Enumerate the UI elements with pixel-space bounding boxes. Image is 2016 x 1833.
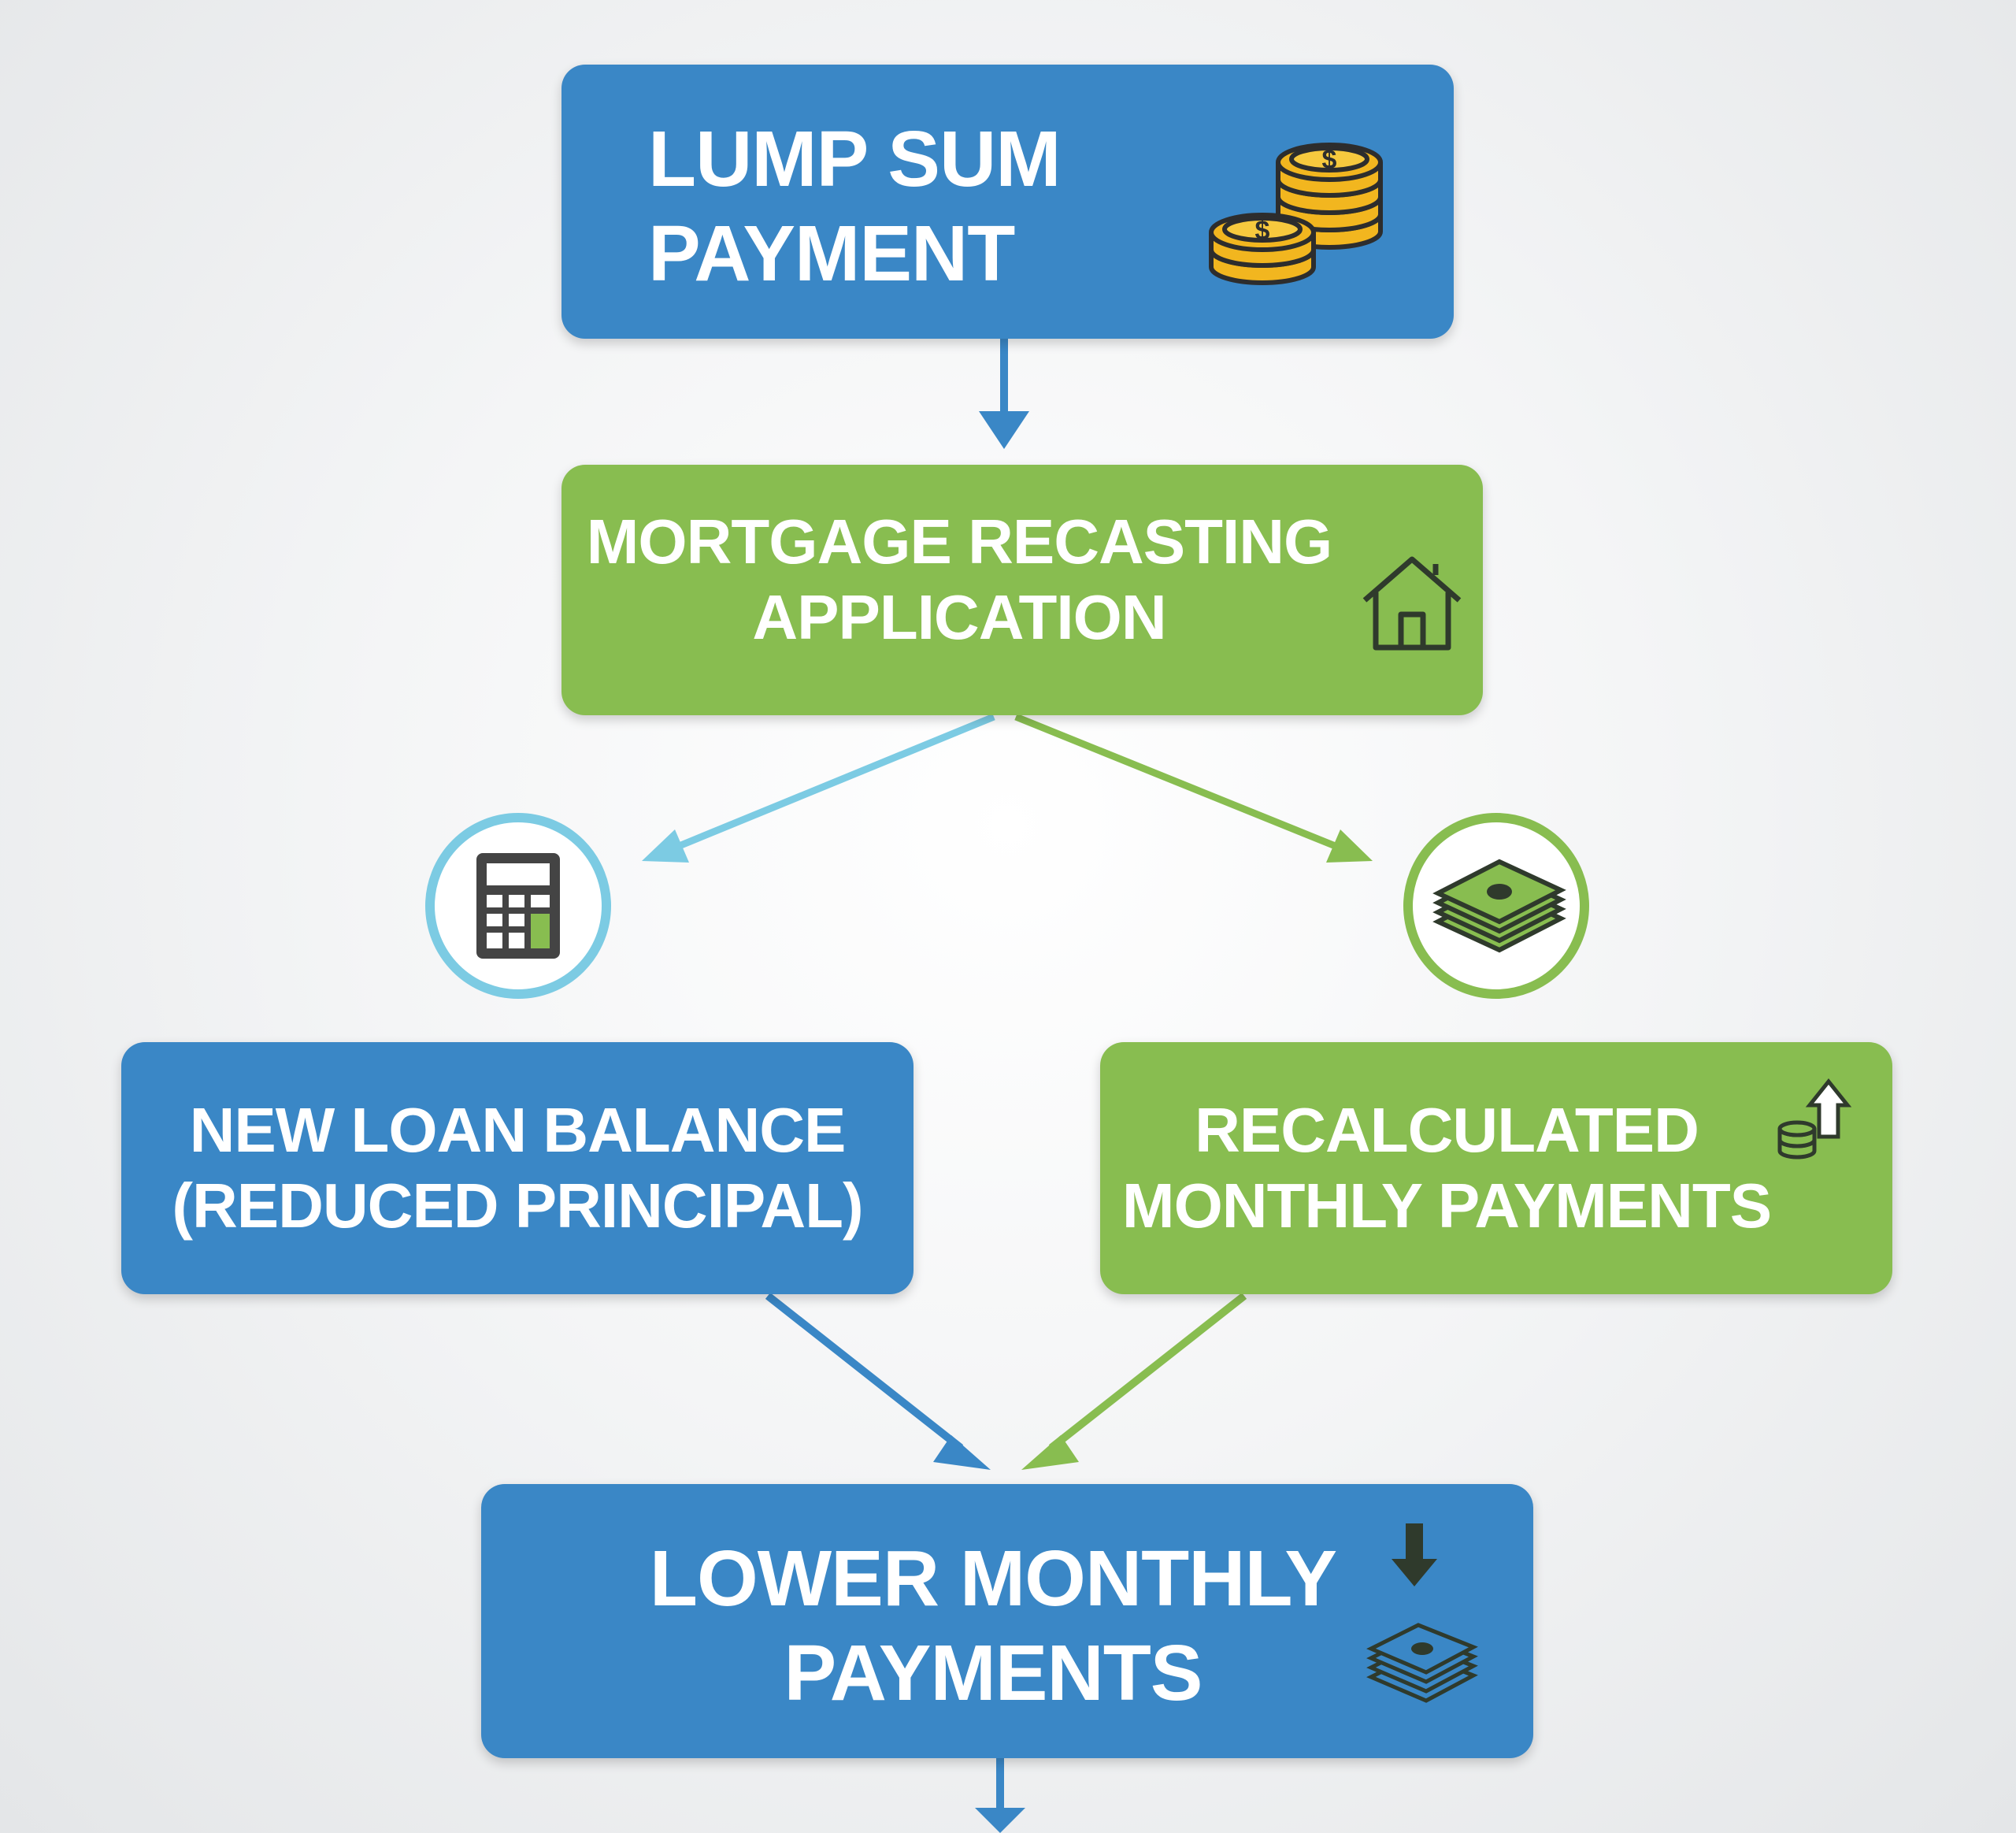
- arrow-recasting-to-recalculated: [1014, 713, 1373, 863]
- recasting-line1: MORTGAGE RECASTING: [586, 506, 1332, 577]
- house-icon: [1362, 556, 1462, 651]
- lower-payments-label: LOWER MONTHLY PAYMENTS: [481, 1531, 1505, 1720]
- recalculated-line2: MONTHLY PAYMENTS: [1121, 1171, 1772, 1241]
- balance-line1: NEW LOAN BALANCE: [189, 1095, 847, 1165]
- lump-sum-line1: LUMP SUM: [648, 115, 1061, 203]
- lump-sum-payment-node: LUMP SUM PAYMENT $ $: [561, 65, 1454, 339]
- coin-stack-icon: $ $: [1209, 143, 1383, 285]
- cash-stack-icon: [1403, 813, 1589, 999]
- balance-label: NEW LOAN BALANCE (REDUCED PRINCIPAL): [121, 1093, 914, 1244]
- lower-monthly-payments-node: LOWER MONTHLY PAYMENTS: [481, 1484, 1533, 1758]
- recasting-line2: APPLICATION: [752, 582, 1166, 652]
- coins-up-arrow-icon: [1777, 1078, 1852, 1160]
- lump-sum-line2: PAYMENT: [648, 210, 1015, 298]
- lower-line1: LOWER MONTHLY: [649, 1534, 1337, 1623]
- recasting-label: MORTGAGE RECASTING APPLICATION: [561, 504, 1357, 655]
- recalculated-label: RECALCULATED MONTHLY PAYMENTS: [1100, 1093, 1793, 1244]
- recalculated-payments-node: RECALCULATED MONTHLY PAYMENTS: [1100, 1042, 1892, 1294]
- arrow-balance-to-lower: [765, 1293, 991, 1470]
- svg-text:$: $: [1322, 145, 1337, 175]
- recalculated-line1: RECALCULATED: [1195, 1095, 1699, 1165]
- arrow-recasting-to-balance: [642, 713, 995, 863]
- svg-text:$: $: [1255, 216, 1270, 246]
- arrow-recalculated-to-lower: [1021, 1293, 1247, 1470]
- lump-sum-label: LUMP SUM PAYMENT: [648, 112, 1061, 301]
- calculator-icon: [425, 813, 611, 999]
- down-arrow-icon: [1392, 1523, 1437, 1586]
- lower-line2: PAYMENTS: [784, 1629, 1203, 1717]
- arrow-lower-continues: [975, 1758, 1025, 1833]
- cash-stack-icon: [1366, 1623, 1478, 1703]
- arrow-lump-to-recasting: [979, 339, 1029, 449]
- balance-line2: (REDUCED PRINCIPAL): [172, 1171, 863, 1241]
- new-loan-balance-node: NEW LOAN BALANCE (REDUCED PRINCIPAL): [121, 1042, 914, 1294]
- mortgage-recasting-node: MORTGAGE RECASTING APPLICATION: [561, 465, 1483, 715]
